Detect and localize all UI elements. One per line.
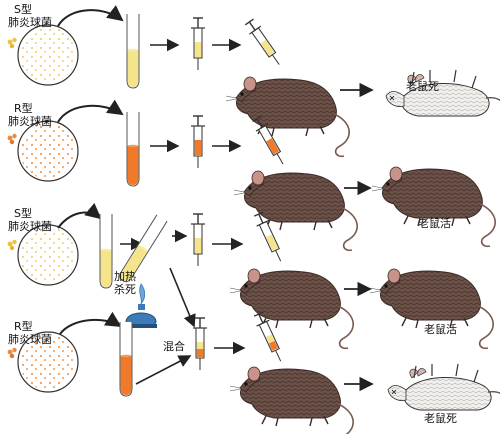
label-bacterium-row4: 肺炎球菌 xyxy=(8,333,52,346)
alcohol-lamp xyxy=(125,283,157,328)
curve-arrow-row2 xyxy=(57,99,124,123)
colonies-s-row1 xyxy=(7,37,17,49)
outcome-row1: 老鼠死 xyxy=(406,80,439,93)
syringe-s-row1 xyxy=(190,17,206,71)
test-tube-r-row2 xyxy=(126,111,140,187)
row-3-s-type-heat-killed xyxy=(7,202,494,350)
label-bacterium-row3: 肺炎球菌 xyxy=(8,220,52,233)
arrow-row4-a xyxy=(135,355,192,385)
petri-dish-s-row1 xyxy=(17,24,79,86)
mouse-row4 xyxy=(229,366,354,438)
syringe-s-killed-row3 xyxy=(190,213,206,267)
label-r-type-row4: R型 xyxy=(14,320,33,333)
label-bacterium-row2: 肺炎球菌 xyxy=(8,115,52,128)
label-s-type-row3: S型 xyxy=(14,207,32,220)
colonies-r-row2 xyxy=(7,133,17,145)
curve-arrow-row4 xyxy=(59,311,122,335)
test-tube-s-row3 xyxy=(99,213,113,289)
mouse-alive-row2 xyxy=(371,166,496,248)
syringe-injecting-row1 xyxy=(242,17,286,70)
mouse-row2 xyxy=(233,170,358,252)
curve-arrow-row3 xyxy=(57,202,102,229)
colonies-r-row4 xyxy=(7,347,17,359)
petri-dish-r-row2 xyxy=(17,120,79,182)
test-tube-r-row4 xyxy=(119,321,133,397)
curve-arrow-row1 xyxy=(57,5,124,27)
label-r-type-row2: R型 xyxy=(14,102,33,115)
outcome-row3: 老鼠活 xyxy=(424,323,457,336)
dead-mouse-row1 xyxy=(385,69,500,117)
outcome-row2: 老鼠活 xyxy=(418,217,451,230)
arrow-to-mix xyxy=(169,267,196,328)
syringe-mixed-row4 xyxy=(192,317,208,371)
label-mix: 混合 xyxy=(163,340,185,353)
label-kill: 杀死 xyxy=(114,283,136,296)
test-tube-s-row1 xyxy=(126,13,140,89)
row-1-s-type-live xyxy=(7,5,500,158)
row-2-r-type-live xyxy=(7,99,496,252)
colonies-s-row3 xyxy=(7,239,17,251)
dead-mouse-row4 xyxy=(387,363,500,411)
mouse-row3 xyxy=(229,268,354,350)
petri-dish-s-row3 xyxy=(17,224,79,286)
label-bacterium-row1: 肺炎球菌 xyxy=(8,16,52,29)
label-s-type-row1: S型 xyxy=(14,3,32,16)
mouse-row1 xyxy=(225,76,350,158)
outcome-row4: 老鼠死 xyxy=(424,412,457,425)
mouse-alive-row3 xyxy=(369,268,494,350)
row-4-mixed xyxy=(7,310,500,438)
label-heat: 加热 xyxy=(114,270,136,283)
syringe-r-row2 xyxy=(190,115,206,169)
